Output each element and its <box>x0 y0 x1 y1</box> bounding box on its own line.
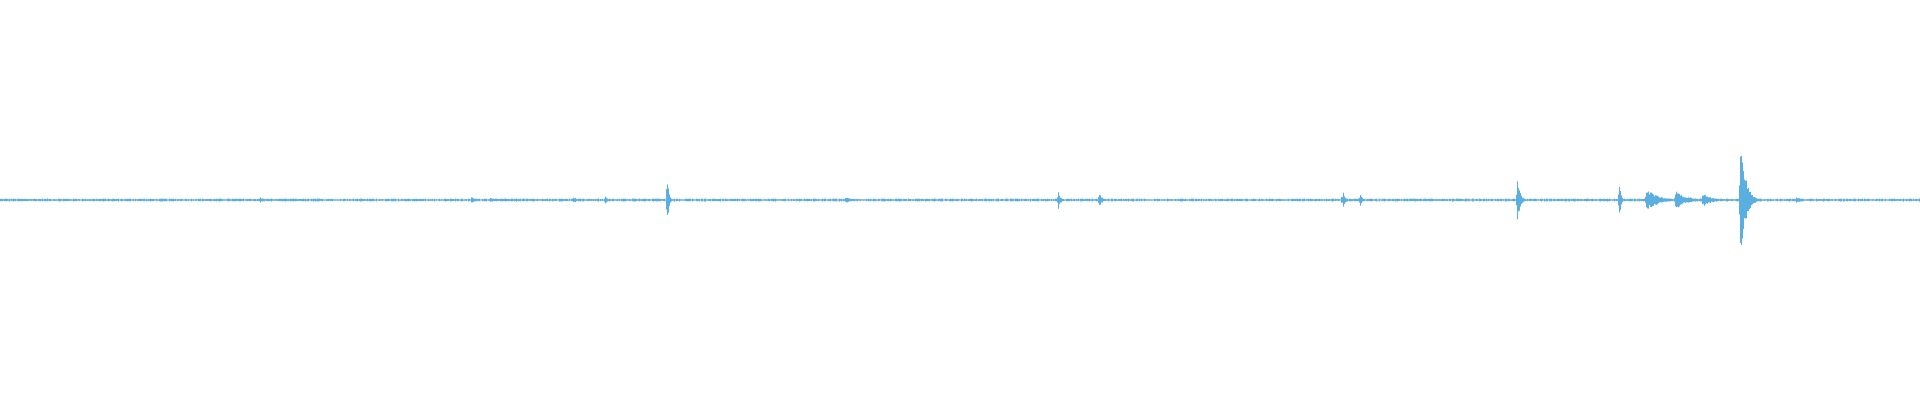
waveform-path <box>0 156 1920 245</box>
waveform-bars <box>0 156 1920 245</box>
